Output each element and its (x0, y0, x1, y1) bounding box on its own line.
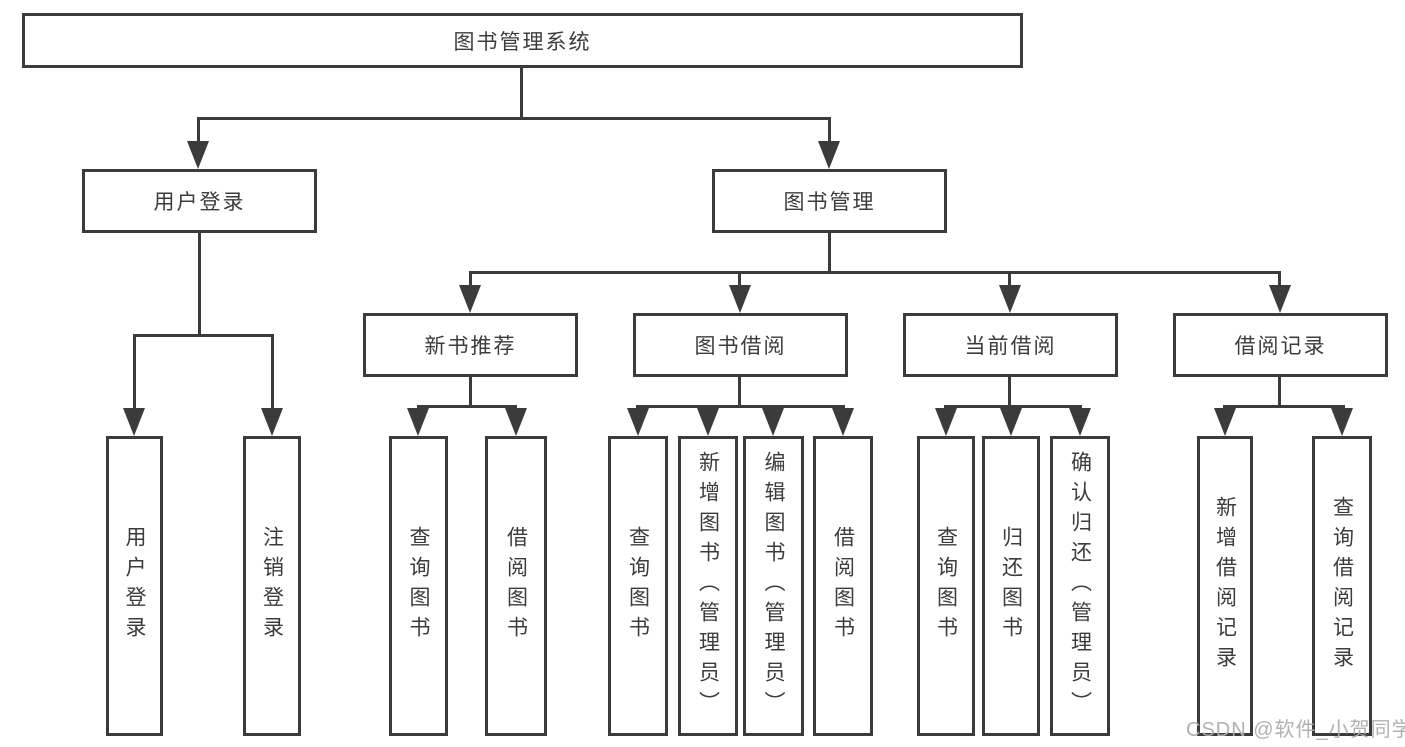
leaf-label: 查询图书 (626, 526, 650, 646)
connector-book-borrow-stem (738, 377, 741, 408)
leaf-label: 新增借阅记录 (1213, 496, 1237, 676)
arrowhead-br-add (1214, 408, 1236, 436)
arrowhead-bb-borrow (832, 408, 854, 436)
node-label: 图书管理系统 (453, 30, 592, 54)
arrowhead-book-borrow (729, 285, 751, 313)
arrowhead-cb-return (1000, 408, 1022, 436)
node-label: 图书借阅 (694, 335, 787, 358)
leaf-label: 查询图书 (934, 526, 958, 646)
leaf-label: 借阅图书 (504, 526, 528, 646)
leaf-label: 新增图书（管理员） (696, 451, 720, 721)
arrowhead-bb-query (627, 408, 649, 436)
leaf-user-login: 用户登录 (106, 436, 163, 736)
leaf-borrow-books-recommend: 借阅图书 (485, 436, 547, 736)
connector-current-borrow-crossbar (944, 405, 1082, 408)
leaf-label: 确认归还（管理员） (1068, 451, 1092, 721)
connector-stem-borrow-record (1278, 271, 1281, 289)
connector-stem-new-book-recommend (469, 271, 472, 289)
leaf-label: 用户登录 (123, 526, 146, 646)
connector-user-login-stem (198, 233, 201, 337)
node-label: 新书推荐 (424, 335, 517, 358)
node-label: 用户登录 (153, 191, 246, 214)
connector-stem-user-login (197, 117, 200, 149)
arrowhead-new-book-recommend (459, 285, 481, 313)
leaf-query-borrow-record: 查询借阅记录 (1312, 436, 1372, 736)
node-borrow-record: 借阅记录 (1173, 313, 1388, 377)
arrowhead-nb-query (407, 408, 429, 436)
arrowhead-cb-confirm (1069, 408, 1091, 436)
leaf-add-borrow-record: 新增借阅记录 (1197, 436, 1253, 736)
leaf-add-books-admin: 新增图书（管理员） (678, 436, 738, 736)
node-new-book-recommend: 新书推荐 (363, 313, 578, 377)
node-book-management: 图书管理 (712, 169, 947, 233)
leaf-label: 借阅图书 (831, 526, 855, 646)
node-label: 当前借阅 (964, 335, 1057, 358)
arrowhead-bb-add (697, 408, 719, 436)
node-user-login: 用户登录 (82, 169, 317, 233)
connector-root-crossbar (197, 117, 831, 120)
connector-root-stem (520, 68, 523, 118)
node-label: 借阅记录 (1234, 335, 1327, 358)
arrowhead-borrow-record (1269, 285, 1291, 313)
connector-new-book-crossbar (417, 405, 517, 408)
leaf-query-books-current: 查询图书 (917, 436, 975, 736)
leaf-borrow-books: 借阅图书 (813, 436, 873, 736)
leaf-label: 查询借阅记录 (1330, 496, 1354, 676)
leaf-label: 查询图书 (407, 526, 430, 646)
connector-current-borrow-stem (1008, 377, 1011, 408)
csdn-watermark: CSDN @软件_小贺同学 (1186, 719, 1405, 741)
leaf-query-books-recommend: 查询图书 (389, 436, 448, 736)
arrowhead-br-query (1331, 408, 1353, 436)
node-label: 图书管理 (783, 191, 876, 214)
connector-book-management-crossbar (469, 271, 1281, 274)
connector-stem-book-borrow (738, 271, 741, 289)
node-library-management-system: 图书管理系统 (22, 13, 1023, 68)
node-current-borrow: 当前借阅 (903, 313, 1118, 377)
connector-borrow-record-stem (1278, 377, 1281, 408)
connector-user-login-crossbar (133, 334, 274, 337)
connector-stem-current-borrow (1008, 271, 1011, 289)
leaf-query-books-borrow: 查询图书 (608, 436, 668, 736)
leaf-label: 编辑图书（管理员） (762, 451, 785, 721)
leaf-return-books: 归还图书 (982, 436, 1040, 736)
arrowhead-nb-borrow (505, 408, 527, 436)
leaf-logout: 注销登录 (243, 436, 301, 736)
node-book-borrow: 图书借阅 (633, 313, 848, 377)
leaf-confirm-return-admin: 确认归还（管理员） (1050, 436, 1110, 736)
arrowhead-current-borrow (999, 285, 1021, 313)
leaf-label: 归还图书 (999, 526, 1023, 646)
connector-stem-book-management (828, 117, 831, 149)
connector-book-management-stem (828, 233, 831, 274)
arrowhead-book-management (818, 141, 840, 169)
leaf-label: 注销登录 (260, 526, 284, 646)
connector-borrow-record-crossbar (1223, 405, 1345, 408)
connector-new-book-stem (469, 377, 472, 408)
connector-stem-leaf-logout (271, 334, 274, 412)
leaf-edit-books-admin: 编辑图书（管理员） (743, 436, 804, 736)
connector-book-borrow-crossbar (636, 405, 845, 408)
arrowhead-leaf-logout (261, 408, 283, 436)
connector-stem-leaf-user-login (133, 334, 136, 412)
arrowhead-user-login (187, 141, 209, 169)
arrowhead-leaf-user-login (123, 408, 145, 436)
arrowhead-bb-edit (762, 408, 784, 436)
arrowhead-cb-query (935, 408, 957, 436)
